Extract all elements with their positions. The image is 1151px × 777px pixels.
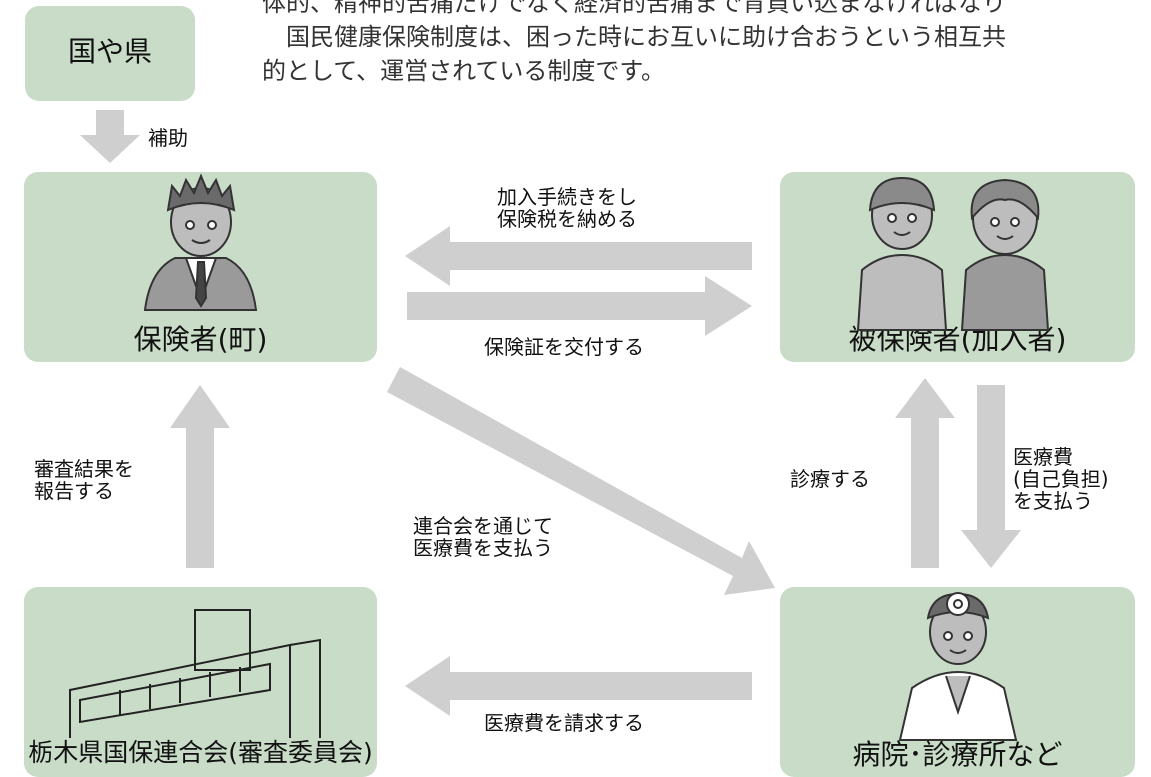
treat-arrow	[895, 378, 955, 568]
claim-arrow	[405, 656, 752, 716]
card-label: 保険証を交付する	[484, 335, 644, 359]
card-arrow	[407, 276, 752, 336]
intro-line-2: 国民健康保険制度は、困った時にお互いに助け合おうという相互共	[262, 23, 1006, 51]
copay-label-line-2: (自己負担)	[1013, 467, 1109, 491]
government-label: 国や県	[67, 35, 152, 68]
pay-label-line-2: 医療費を支払う	[413, 536, 553, 560]
pay-label: 連合会を通じて 医療費を支払う	[413, 515, 553, 559]
intro-line-3: 的として、運営されている制度です。	[262, 57, 665, 85]
building-illustration	[69, 609, 321, 738]
intro-line-1: 体的、精神的苦痛だけでなく経済的苦痛まで背負い込まなければなり	[262, 0, 1006, 17]
report-label-line-2: 報告する	[34, 479, 114, 503]
copay-label-line-3: を支払う	[1013, 489, 1093, 513]
pay-arrow	[387, 367, 775, 595]
enroll-label-line-1: 加入手続きをし	[497, 185, 637, 209]
enroll-label-line-2: 保険税を納める	[497, 207, 637, 231]
pay-label-line-1: 連合会を通じて	[413, 514, 553, 538]
enroll-arrow	[405, 226, 752, 286]
federation-label: 栃木県国保連合会(審査委員会)	[28, 738, 373, 767]
doctor-illustration	[898, 592, 1018, 741]
subsidy-label: 補助	[148, 126, 188, 150]
report-label: 審査結果を 報告する	[34, 458, 134, 502]
report-arrow	[170, 385, 230, 568]
copay-label-line-1: 医療費	[1013, 445, 1073, 469]
copay-arrow	[961, 385, 1021, 568]
report-label-line-1: 審査結果を	[34, 457, 134, 481]
copay-label: 医療費 (自己負担) を支払う	[1013, 446, 1109, 512]
intro-text: 体的、精神的苦痛だけでなく経済的苦痛まで背負い込まなければなり 国民健康保険制度…	[262, 0, 1151, 88]
subsidy-arrow	[80, 110, 140, 163]
claim-label: 医療費を請求する	[484, 711, 644, 735]
insurer-label: 保険者(町)	[133, 323, 268, 356]
insured-couple-illustration	[856, 176, 1050, 331]
insurer-person-illustration	[143, 173, 258, 311]
government-box: 国や県	[25, 6, 195, 101]
treat-label: 診療する	[790, 467, 870, 491]
enroll-label: 加入手続きをし 保険税を納める	[497, 186, 637, 230]
federation-box: 栃木県国保連合会(審査委員会)	[24, 587, 377, 777]
hospital-label: 病院･診療所など	[852, 738, 1063, 771]
